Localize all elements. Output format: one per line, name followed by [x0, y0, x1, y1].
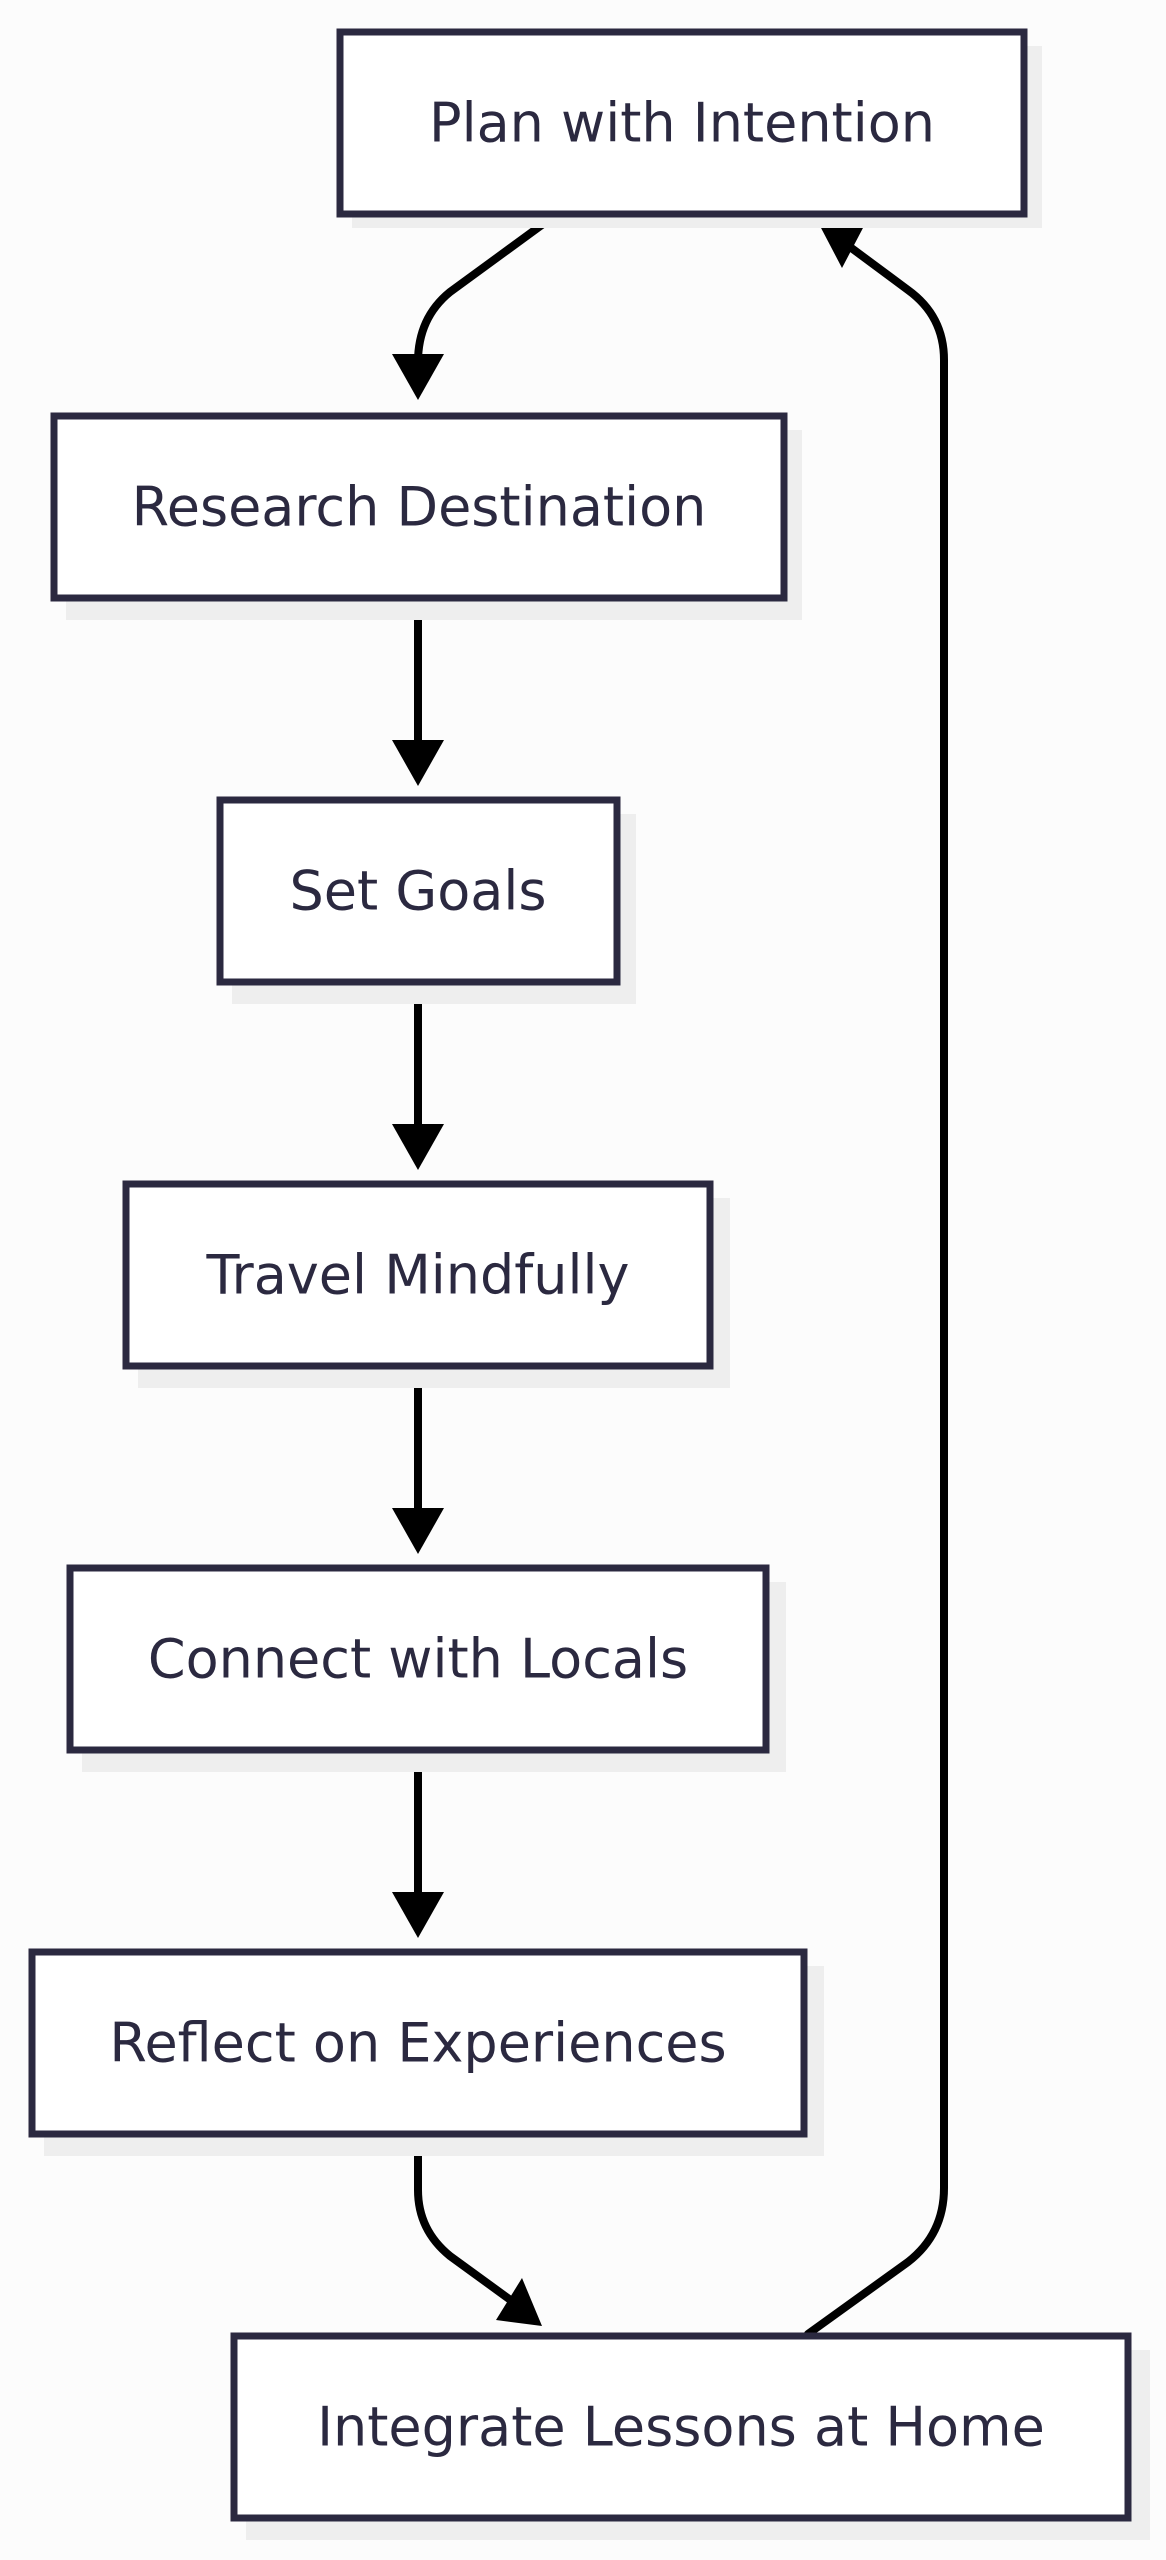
- node-label: Research Destination: [132, 476, 707, 539]
- node-box: [216, 796, 621, 986]
- arrowhead-travel: [392, 1124, 444, 1170]
- node-box: [122, 1180, 714, 1370]
- arrowhead-reflect: [392, 1892, 444, 1938]
- node-box: [336, 28, 1028, 218]
- edge-reflect-to-integrate: [414, 2130, 520, 2308]
- node-plan: Plan with Intention: [336, 28, 1042, 228]
- edge-plan-to-research: [414, 212, 558, 366]
- node-integrate: Integrate Lessons at Home: [230, 2332, 1150, 2540]
- node-box: [230, 2332, 1132, 2522]
- node-label: Plan with Intention: [429, 92, 935, 155]
- node-goals: Set Goals: [216, 796, 636, 1004]
- arrowhead-research: [392, 354, 444, 400]
- arrowhead-connect: [392, 1508, 444, 1554]
- node-label: Connect with Locals: [148, 1628, 688, 1691]
- arrowheads: [392, 226, 864, 2326]
- arrowhead-goals: [392, 740, 444, 786]
- node-reflect: Reflect on Experiences: [28, 1948, 824, 2156]
- arrowhead-integrate: [496, 2278, 542, 2326]
- node-box: [28, 1948, 808, 2138]
- node-box: [50, 412, 788, 602]
- edge-integrate-to-plan: [804, 240, 948, 2338]
- node-travel: Travel Mindfully: [122, 1180, 730, 1388]
- node-label: Set Goals: [290, 860, 547, 923]
- node-connect: Connect with Locals: [66, 1564, 786, 1772]
- node-label: Travel Mindfully: [206, 1244, 630, 1307]
- arrowhead-plan: [820, 226, 864, 268]
- node-box: [66, 1564, 770, 1754]
- node-label: Integrate Lessons at Home: [317, 2396, 1045, 2459]
- node-label: Reflect on Experiences: [109, 2012, 726, 2075]
- node-research: Research Destination: [50, 412, 802, 620]
